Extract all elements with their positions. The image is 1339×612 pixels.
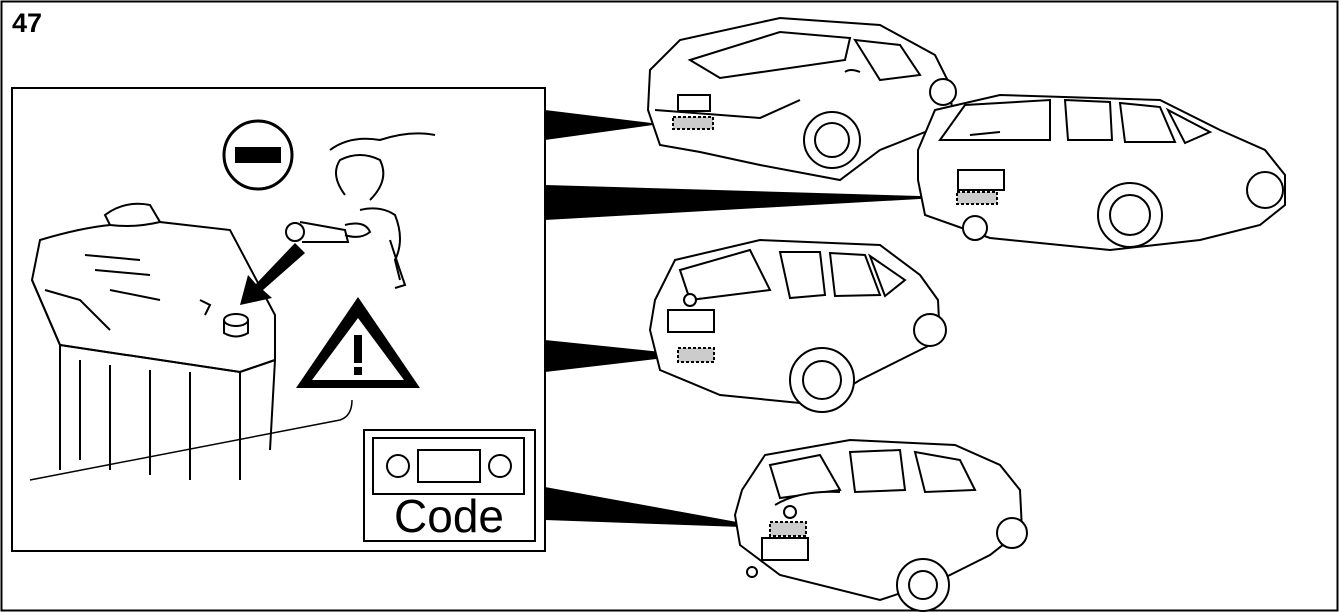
code-plate-icon: Code [363,429,536,542]
hand-with-cable [285,132,436,289]
callout-suv [545,340,690,372]
callout-hatchback [545,487,770,528]
callout-sedan [545,110,660,140]
code-label: Code [394,490,504,542]
vehicle-touring [917,93,1286,252]
vehicle-sedan [646,16,957,182]
minus-circle-icon [222,119,294,191]
battery [30,202,276,480]
vehicle-suv [648,238,947,413]
vehicle-hatchback [733,438,1028,612]
arrow-down-left-icon [240,243,305,305]
step-number: 47 [12,8,43,38]
callout-lines [545,110,955,528]
dashboard-line [29,399,353,481]
warning-triangle-icon [296,297,420,388]
callout-touring [545,185,955,220]
